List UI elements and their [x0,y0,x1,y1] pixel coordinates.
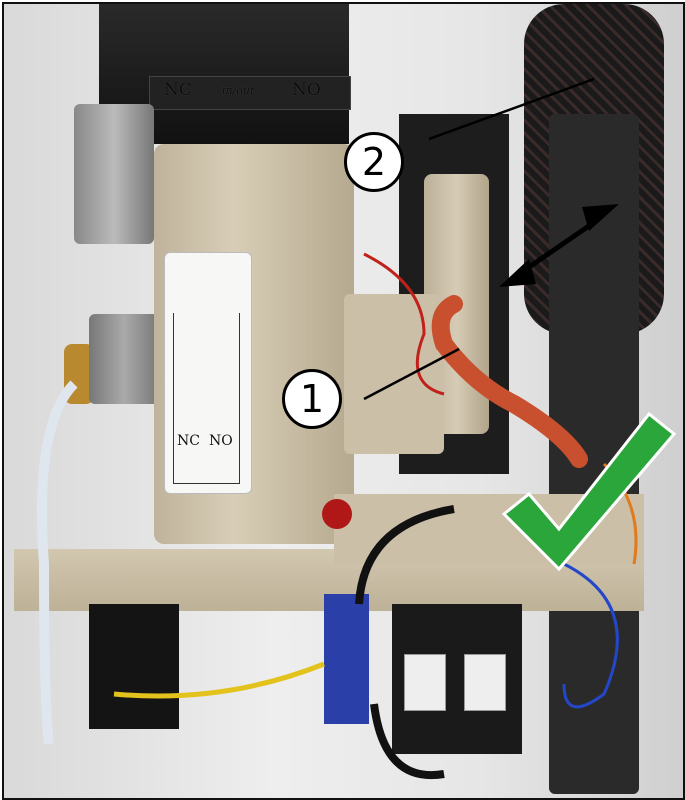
double-arrow-icon [499,204,619,287]
callout-1: 1 [282,369,342,429]
connector-white-left [404,654,446,711]
checkmark-icon [501,411,677,572]
blue-wire [562,562,619,709]
nc-no-sticker: NC NO [164,252,252,494]
valve-label-inout: in/out [222,84,255,97]
red-wire [363,252,445,396]
red-knob [322,499,352,529]
yellow-wire [113,661,325,699]
sticker-label-no: NO [209,433,233,449]
sticker-label-nc: NC [177,433,200,449]
black-wire-lower [370,703,445,780]
valve-label-nc: NC [164,80,192,100]
red-tube [431,295,588,468]
clear-tube [37,380,78,745]
wiring-overlay [37,77,677,780]
metal-fitting-lower [89,314,159,404]
callout-2: 2 [344,132,404,192]
black-wire [355,505,455,605]
callout-1-leader [363,347,460,401]
middle-block [344,294,444,454]
valve-label-plate [149,76,351,110]
connector-white-right [464,654,506,711]
valve-schematic [173,313,240,484]
blue-tape [324,594,369,724]
metal-fitting [74,104,154,244]
valve-label-no: NO [292,80,321,100]
callout-2-leader [428,77,595,141]
left-black-block [89,604,179,729]
